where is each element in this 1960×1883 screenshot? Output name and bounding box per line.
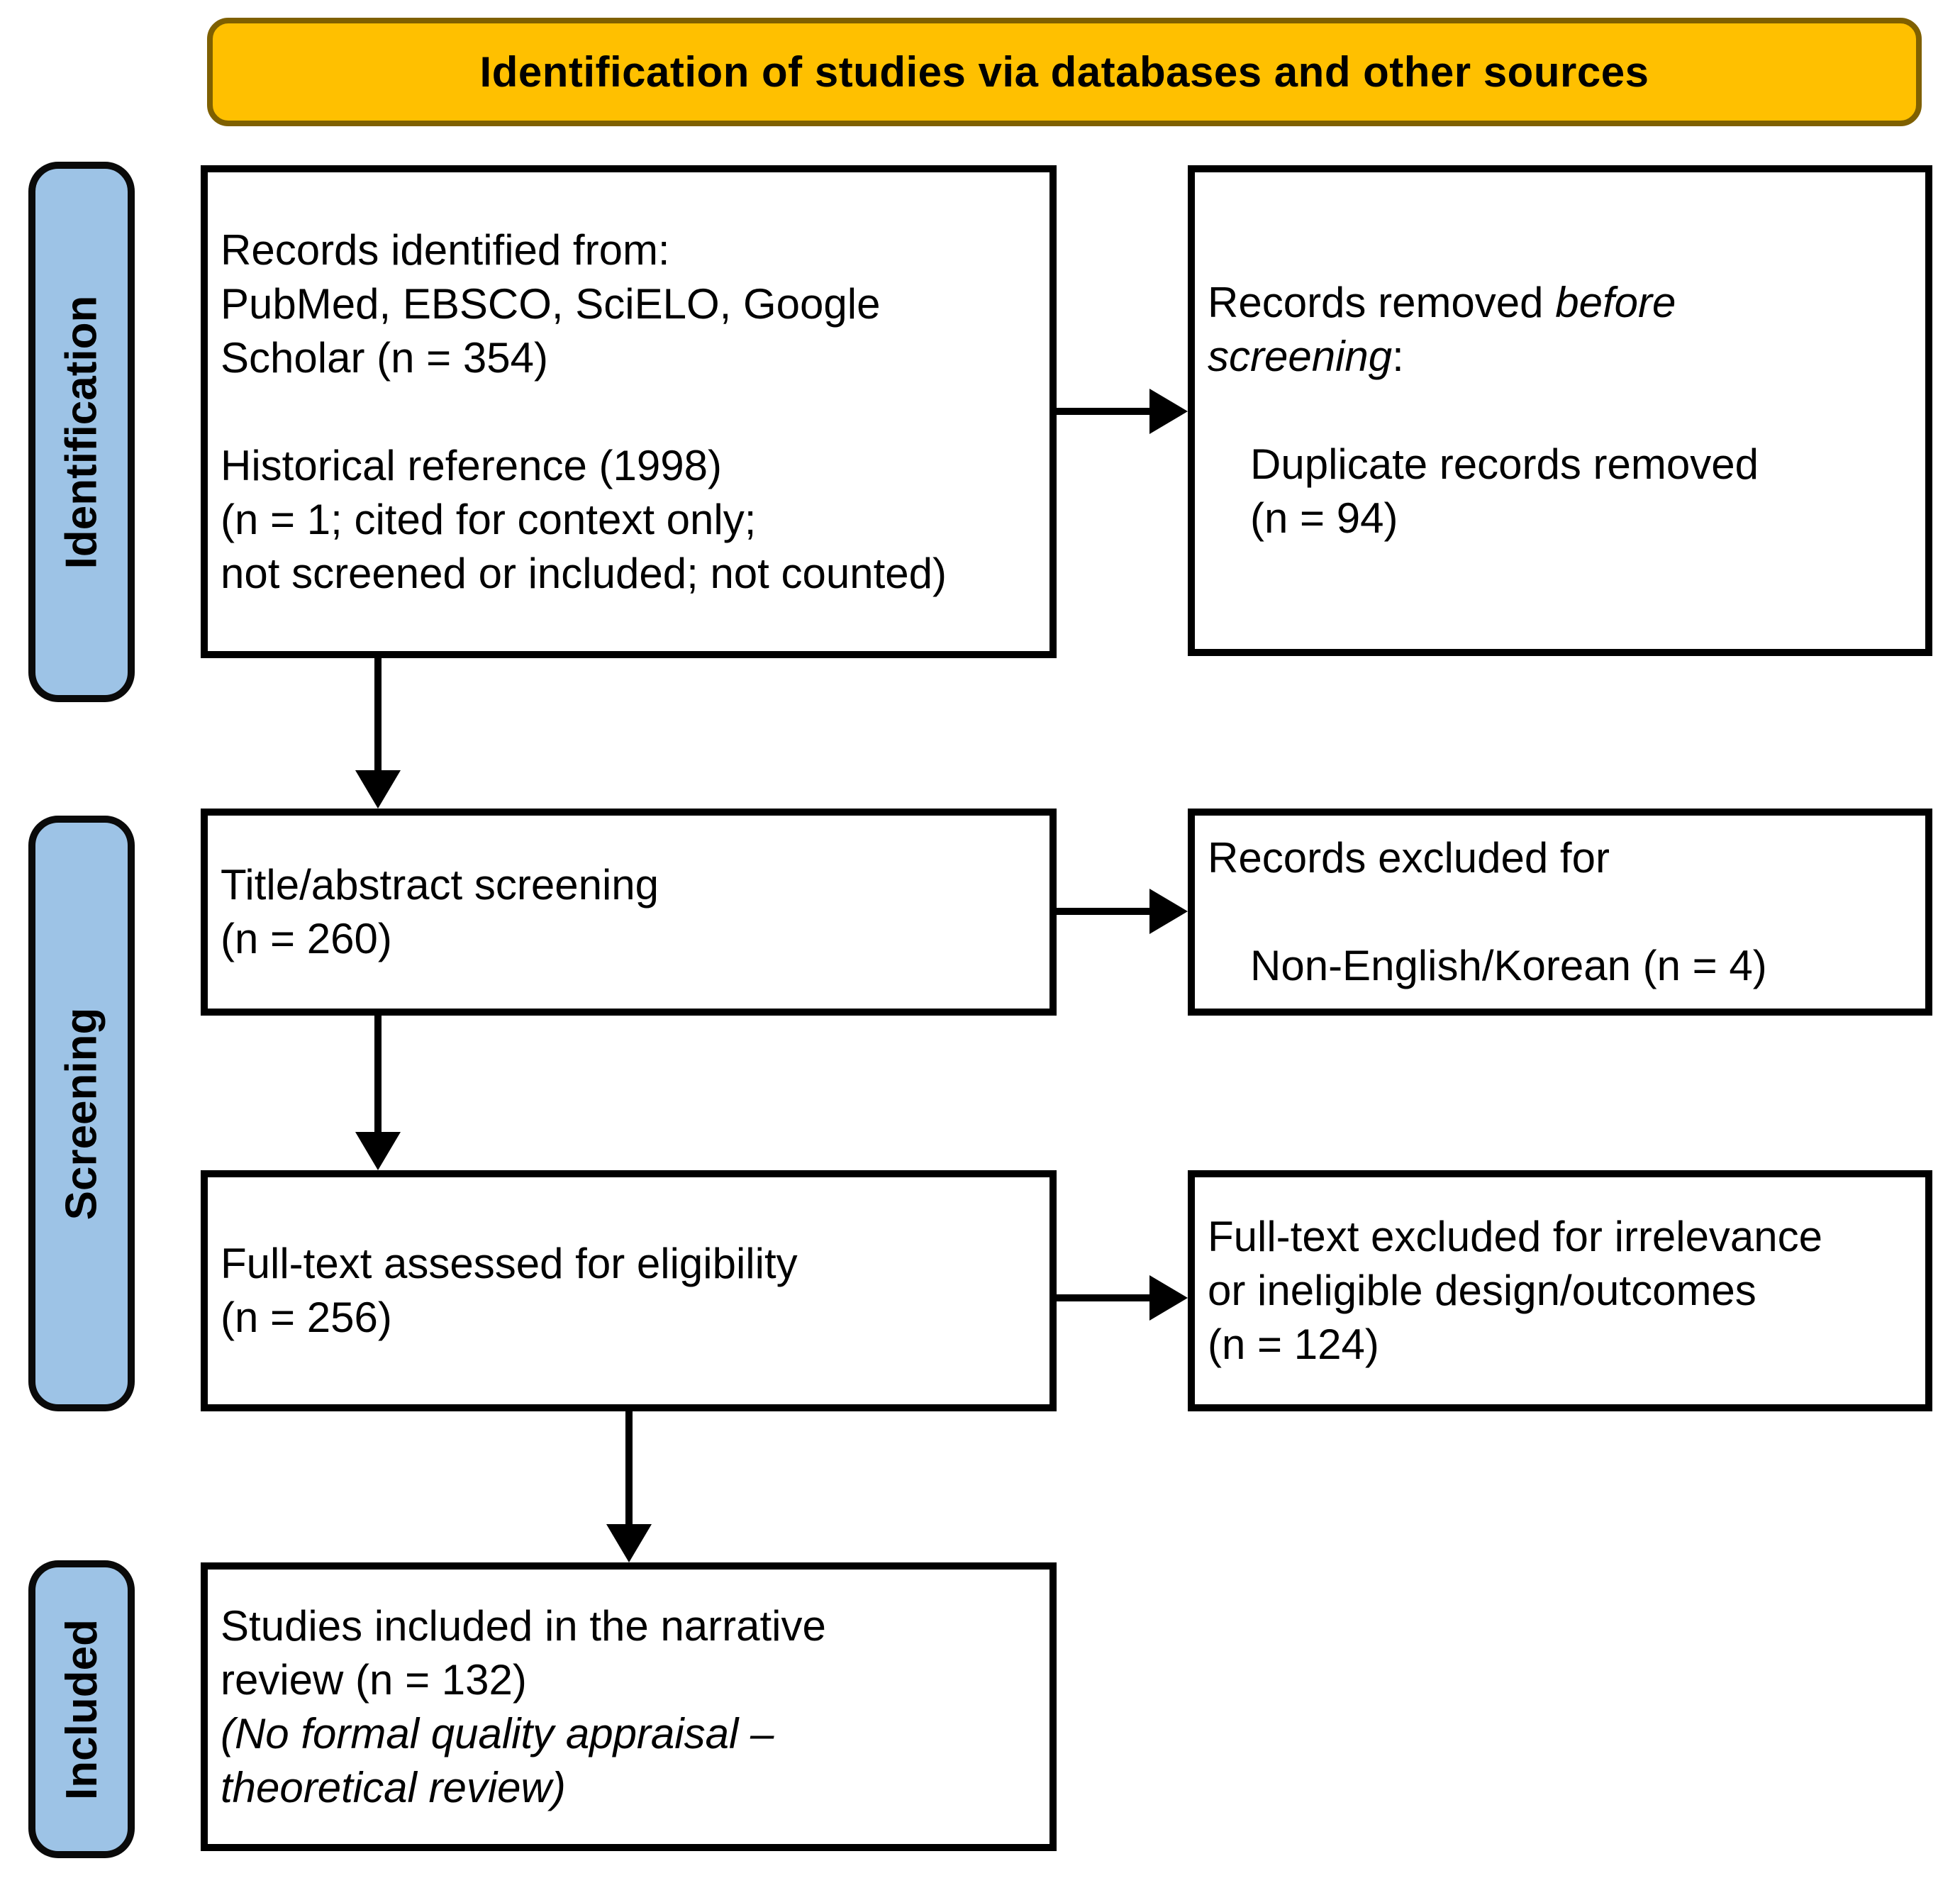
stage-label-identification: Identification (28, 162, 135, 702)
box-records-excluded: Records excluded for Non-English/Korean … (1188, 809, 1932, 1016)
stage-label-screening: Screening (28, 816, 135, 1411)
diagram-title-banner: Identification of studies via databases … (207, 18, 1922, 126)
box-records-identified: Records identified from:PubMed, EBSCO, S… (201, 165, 1057, 658)
stage-label-identification-text: Identification (57, 295, 106, 569)
diagram-title-text: Identification of studies via databases … (479, 48, 1649, 96)
stage-label-included: Included (28, 1560, 135, 1858)
box-fulltext-assessed: Full-text assessed for eligibility(n = 2… (201, 1170, 1057, 1411)
stage-label-screening-text: Screening (57, 1007, 106, 1220)
stage-label-included-text: Included (57, 1618, 106, 1800)
box-title-abstract-screening: Title/abstract screening(n = 260) (201, 809, 1057, 1016)
